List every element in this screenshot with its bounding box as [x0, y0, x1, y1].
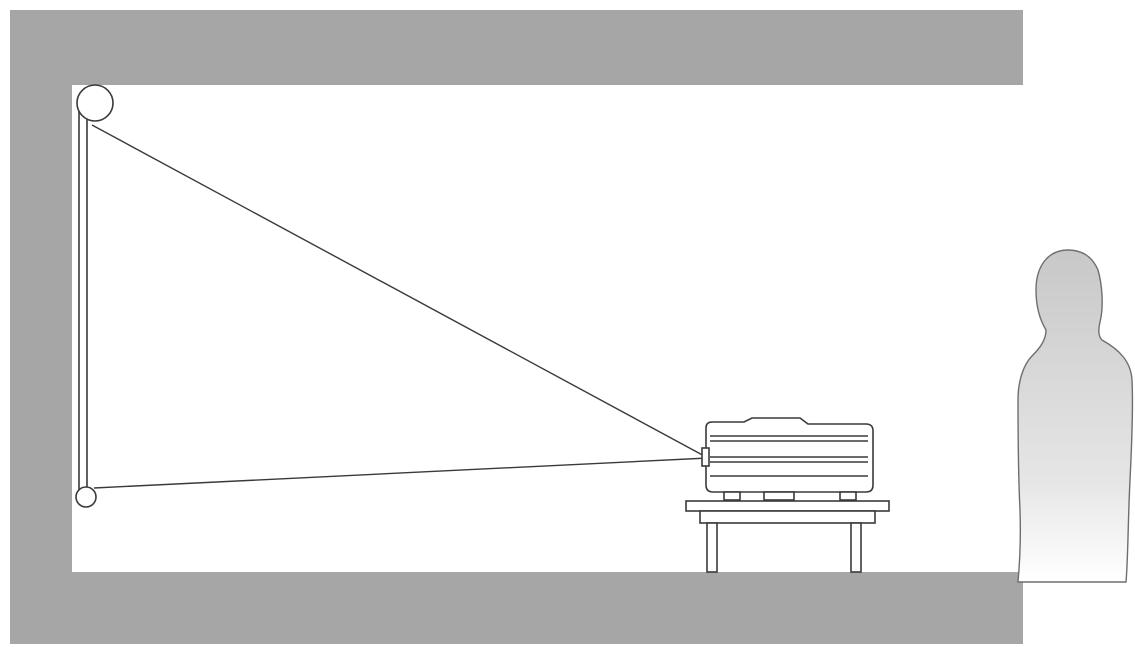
- screen-surface: [78, 104, 88, 496]
- table-leg-right: [850, 522, 862, 573]
- screen-weight-bottom: [75, 486, 97, 508]
- table-apron: [699, 510, 876, 524]
- projection-screen: [75, 84, 114, 508]
- projector: [701, 417, 874, 501]
- screen-roller-top: [76, 84, 114, 122]
- viewer-silhouette: [1017, 249, 1134, 583]
- person-figure: [1017, 249, 1134, 583]
- projector-foot-left: [723, 491, 741, 501]
- table: [685, 500, 890, 573]
- projector-body: [705, 417, 874, 493]
- left-wall: [10, 10, 72, 644]
- projector-foot-right: [839, 491, 857, 501]
- projector-foot-center: [763, 491, 795, 501]
- beam-lower-edge: [93, 457, 709, 489]
- table-leg-left: [706, 522, 718, 573]
- floor: [10, 572, 1023, 644]
- projection-beam: [91, 124, 709, 489]
- room-walls: [10, 10, 1023, 644]
- table-top: [685, 500, 890, 512]
- ceiling: [10, 10, 1023, 85]
- projector-lens: [701, 447, 710, 467]
- beam-upper-edge: [91, 124, 709, 459]
